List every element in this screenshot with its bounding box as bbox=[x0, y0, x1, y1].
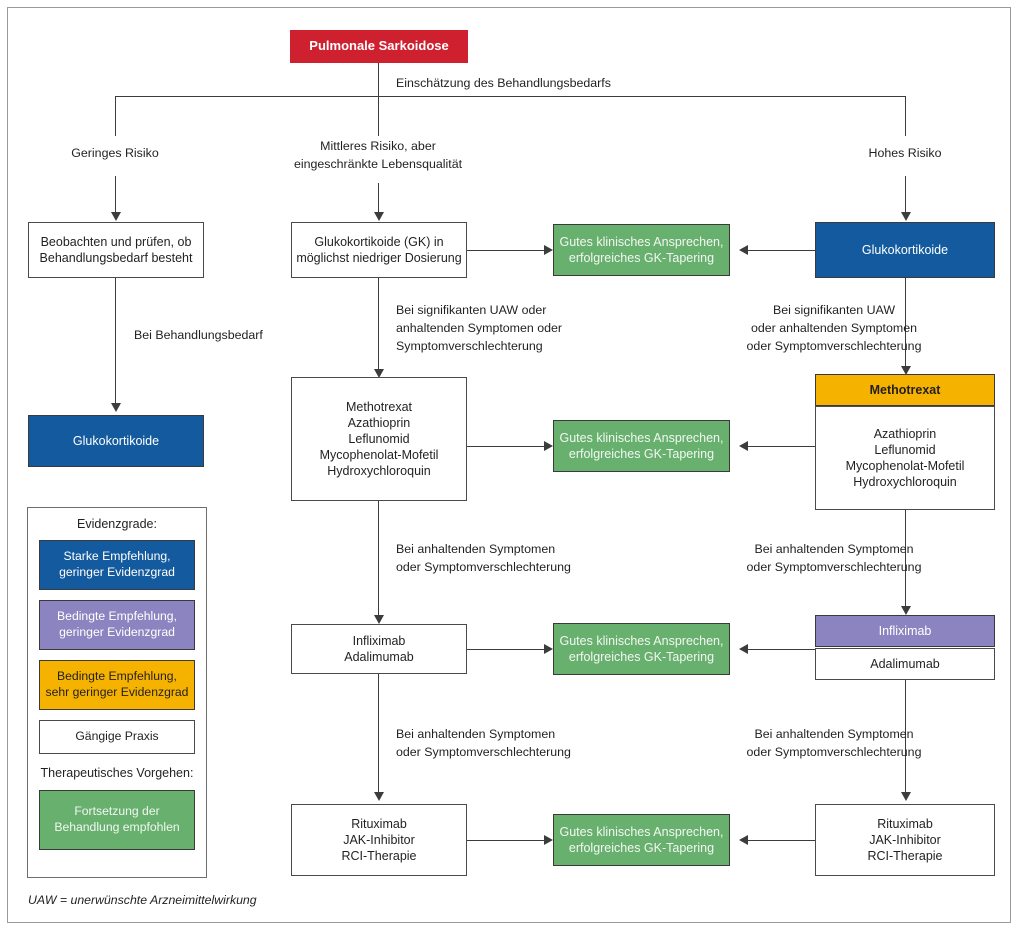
branch-label-high: Hohes Risiko bbox=[868, 146, 942, 160]
left-need-label: Bei Behandlungsbedarf bbox=[134, 328, 263, 342]
right-drugs-box: Azathioprin Leflunomid Mycophenolat-Mofe… bbox=[815, 406, 995, 510]
legend-item-common-practice: Gängige Praxis bbox=[39, 720, 195, 754]
right-gk-box: Glukokortikoide bbox=[815, 222, 995, 278]
legend-item-strong-recommendation: Starke Empfehlung, geringer Evidenzgrad bbox=[39, 540, 195, 590]
right-edge-2-label: Bei anhaltenden Symptomen oder Symptomve… bbox=[746, 542, 922, 574]
middle-biologics-label: Infliximab Adalimumab bbox=[344, 634, 414, 664]
middle-edge-2-label: Bei anhaltenden Symptomen oder Symptomve… bbox=[396, 542, 571, 574]
legend-item-1-label: Bedingte Empfehlung, geringer Evidenzgra… bbox=[57, 609, 177, 639]
connector-branch-high bbox=[905, 96, 906, 136]
connector-bus bbox=[115, 96, 906, 97]
branch-label-low: Geringes Risiko bbox=[71, 146, 159, 160]
connector-mid-to-outcome4 bbox=[467, 840, 544, 841]
connector-mid-to-box bbox=[378, 183, 379, 216]
legend-item-0-label: Starke Empfehlung, geringer Evidenzgrad bbox=[59, 549, 175, 579]
right-methotrexat-box: Methotrexat bbox=[815, 374, 995, 406]
outcome-row4-label: Gutes klinisches Ansprechen, erfolgreich… bbox=[559, 825, 724, 855]
arrowhead-low-to-box bbox=[111, 212, 121, 221]
middle-edge-1-label: Bei signifikanten UAW oder anhaltenden S… bbox=[396, 303, 563, 353]
arrowhead-mid-to-outcome1 bbox=[544, 245, 553, 255]
connector-low-to-box bbox=[115, 176, 116, 216]
middle-edge-3-label: Bei anhaltenden Symptomen oder Symptomve… bbox=[396, 727, 571, 759]
outcome-box-row2: Gutes klinisches Ansprechen, erfolgreich… bbox=[553, 420, 730, 472]
outcome-box-row4: Gutes klinisches Ansprechen, erfolgreich… bbox=[553, 814, 730, 866]
connector-title-down bbox=[378, 63, 379, 96]
arrowhead-mid-row2 bbox=[374, 369, 384, 378]
arrowhead-mid-row3 bbox=[374, 615, 384, 624]
middle-last-label: Rituximab JAK-Inhibitor RCI-Therapie bbox=[341, 817, 417, 863]
right-last-label: Rituximab JAK-Inhibitor RCI-Therapie bbox=[867, 817, 943, 863]
connector-mid-row3-row4 bbox=[378, 674, 379, 796]
right-adalimumab-label: Adalimumab bbox=[870, 657, 940, 671]
connector-right-row3-row4 bbox=[905, 680, 906, 796]
connector-branch-low bbox=[115, 96, 116, 136]
connector-right-to-outcome1 bbox=[748, 250, 815, 251]
footnote-uaw: UAW = unerwünschte Arzneimittelwirkung bbox=[28, 893, 257, 907]
outcome-row1-label: Gutes klinisches Ansprechen, erfolgreich… bbox=[559, 235, 724, 265]
arrowhead-right-to-outcome4 bbox=[739, 835, 748, 845]
arrowhead-right-row2 bbox=[901, 366, 911, 375]
legend-approach-item-label: Fortsetzung der Behandlung empfohlen bbox=[54, 804, 180, 834]
connector-right-to-outcome4 bbox=[748, 840, 815, 841]
outcome-box-row3: Gutes klinisches Ansprechen, erfolgreich… bbox=[553, 623, 730, 675]
right-edge-1-label: Bei signifikanten UAW oder anhaltenden S… bbox=[746, 303, 922, 353]
right-infliximab-box: Infliximab bbox=[815, 615, 995, 647]
outcome-row3-label: Gutes klinisches Ansprechen, erfolgreich… bbox=[559, 634, 724, 664]
connector-high-to-box bbox=[905, 176, 906, 216]
connector-mid-row1-row2 bbox=[378, 278, 379, 374]
middle-drugs-label: Methotrexat Azathioprin Leflunomid Mycop… bbox=[319, 400, 439, 478]
right-gk-label: Glukokortikoide bbox=[861, 243, 949, 257]
left-observe-box: Beobachten und prüfen, ob Behandlungsbed… bbox=[28, 222, 204, 278]
right-infliximab-label: Infliximab bbox=[878, 624, 932, 638]
arrowhead-mid-to-outcome3 bbox=[544, 644, 553, 654]
right-last-box: Rituximab JAK-Inhibitor RCI-Therapie bbox=[815, 804, 995, 876]
connector-right-to-outcome2 bbox=[748, 446, 815, 447]
title-box-label: Pulmonale Sarkoidose bbox=[309, 38, 449, 54]
middle-gk-label: Glukokortikoide (GK) in möglichst niedri… bbox=[296, 235, 462, 265]
legend-item-conditional-verylow: Bedingte Empfehlung, sehr geringer Evide… bbox=[39, 660, 195, 710]
connector-mid-row2-row3 bbox=[378, 501, 379, 619]
left-gk-box: Glukokortikoide bbox=[28, 415, 204, 467]
arrowhead-left-to-gk bbox=[111, 403, 121, 412]
top-edge-label: Einschätzung des Behandlungsbedarfs bbox=[396, 76, 611, 90]
arrowhead-high-to-box bbox=[901, 212, 911, 221]
arrowhead-mid-to-outcome2 bbox=[544, 441, 553, 451]
arrowhead-mid-to-box bbox=[374, 212, 384, 221]
middle-biologics-box: Infliximab Adalimumab bbox=[291, 624, 467, 674]
arrowhead-right-row3 bbox=[901, 606, 911, 615]
right-adalimumab-box: Adalimumab bbox=[815, 648, 995, 680]
arrowhead-right-to-outcome2 bbox=[739, 441, 748, 451]
left-gk-label: Glukokortikoide bbox=[72, 434, 160, 448]
arrowhead-mid-to-outcome4 bbox=[544, 835, 553, 845]
connector-left-to-gk bbox=[115, 278, 116, 406]
arrowhead-mid-row4 bbox=[374, 792, 384, 801]
right-methotrexat-label: Methotrexat bbox=[869, 383, 941, 397]
legend-item-2-label: Bedingte Empfehlung, sehr geringer Evide… bbox=[45, 669, 189, 699]
connector-right-row1-row2 bbox=[905, 278, 906, 370]
legend-evidence-title: Evidenzgrade: bbox=[77, 517, 157, 531]
branch-label-mid: Mittleres Risiko, aber eingeschränkte Le… bbox=[293, 139, 463, 171]
connector-right-to-outcome3 bbox=[748, 649, 815, 650]
connector-mid-to-outcome3 bbox=[467, 649, 544, 650]
connector-mid-to-outcome1 bbox=[467, 250, 544, 251]
arrowhead-right-to-outcome3 bbox=[739, 644, 748, 654]
right-edge-3-label: Bei anhaltenden Symptomen oder Symptomve… bbox=[746, 727, 922, 759]
connector-right-row2-row3 bbox=[905, 510, 906, 610]
middle-drugs-box: Methotrexat Azathioprin Leflunomid Mycop… bbox=[291, 377, 467, 501]
title-box: Pulmonale Sarkoidose bbox=[290, 30, 468, 63]
right-drugs-label: Azathioprin Leflunomid Mycophenolat-Mofe… bbox=[845, 427, 965, 489]
legend-item-3-label: Gängige Praxis bbox=[75, 729, 159, 744]
legend-item-continue-treatment: Fortsetzung der Behandlung empfohlen bbox=[39, 790, 195, 850]
middle-gk-box: Glukokortikoide (GK) in möglichst niedri… bbox=[291, 222, 467, 278]
arrowhead-right-row4 bbox=[901, 792, 911, 801]
arrowhead-right-to-outcome1 bbox=[739, 245, 748, 255]
connector-branch-mid bbox=[378, 96, 379, 136]
outcome-row2-label: Gutes klinisches Ansprechen, erfolgreich… bbox=[559, 431, 724, 461]
connector-mid-to-outcome2 bbox=[467, 446, 544, 447]
legend-item-conditional-low: Bedingte Empfehlung, geringer Evidenzgra… bbox=[39, 600, 195, 650]
left-observe-label: Beobachten und prüfen, ob Behandlungsbed… bbox=[39, 235, 193, 265]
outcome-box-row1: Gutes klinisches Ansprechen, erfolgreich… bbox=[553, 224, 730, 276]
legend-approach-title: Therapeutisches Vorgehen: bbox=[40, 766, 194, 780]
middle-last-box: Rituximab JAK-Inhibitor RCI-Therapie bbox=[291, 804, 467, 876]
